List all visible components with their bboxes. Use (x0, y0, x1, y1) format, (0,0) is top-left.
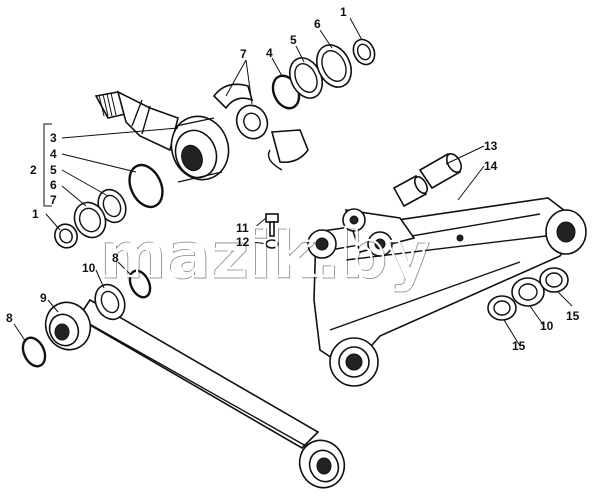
bearing-set-right (487, 267, 569, 321)
callout-6-bracket: 6 (50, 178, 57, 192)
snap-ring-8-far (21, 336, 47, 368)
bushing (235, 104, 269, 140)
callout-15-bottom: 15 (512, 339, 526, 353)
shaft-eye-head (170, 115, 230, 183)
bellcrank-lever (307, 197, 587, 387)
callout-6-top: 6 (314, 17, 321, 31)
callout-2-bracket: 2 (30, 163, 37, 177)
callout-1-top: 1 (340, 5, 347, 19)
ring-4-large (128, 163, 164, 209)
callout-numbers: 1 6 5 4 7 3 4 2 5 6 7 1 13 14 11 12 10 8… (6, 5, 580, 353)
callout-9: 9 (40, 291, 47, 305)
svg-text:mazik.by: mazik.by (98, 218, 429, 292)
left-mid-parts (54, 163, 164, 249)
callout-5-top: 5 (290, 33, 297, 47)
ring-1-retainer (54, 223, 78, 249)
callout-15-top: 15 (566, 309, 580, 323)
callout-13: 13 (484, 139, 498, 153)
callout-14: 14 (484, 159, 498, 173)
threaded-shaft (94, 90, 179, 152)
ring-6-washer (73, 201, 107, 239)
pivot-shaft-assembly (94, 38, 376, 183)
callout-3-bracket: 3 (50, 131, 57, 145)
callout-8-far-left: 8 (6, 311, 13, 325)
callout-5-bracket: 5 (50, 163, 57, 177)
svg-text:mazik.by: mazik.by (100, 220, 431, 294)
callout-8-mid: 8 (112, 251, 119, 265)
retaining-ring (352, 38, 376, 66)
callout-7-top: 7 (240, 47, 247, 61)
callout-12: 12 (236, 235, 250, 249)
half-shell-upper (212, 83, 254, 110)
callout-11: 11 (236, 221, 249, 235)
half-shell-lower (267, 129, 309, 171)
callout-10-right: 10 (540, 319, 554, 333)
snap-ring-8-mid (128, 269, 152, 299)
bearing-left (94, 283, 126, 321)
callout-1-left: 1 (32, 207, 39, 221)
leader-lines (13, 17, 573, 347)
pin-sleeves (392, 152, 463, 208)
callout-7-bracket: 7 (50, 193, 57, 207)
tie-rod (44, 298, 346, 489)
washer (315, 44, 353, 88)
callout-4-top: 4 (266, 46, 273, 60)
callout-4-bracket: 4 (50, 147, 57, 161)
watermark: mazik.by mazik.by (97, 217, 431, 294)
callout-10-left: 10 (82, 261, 96, 275)
